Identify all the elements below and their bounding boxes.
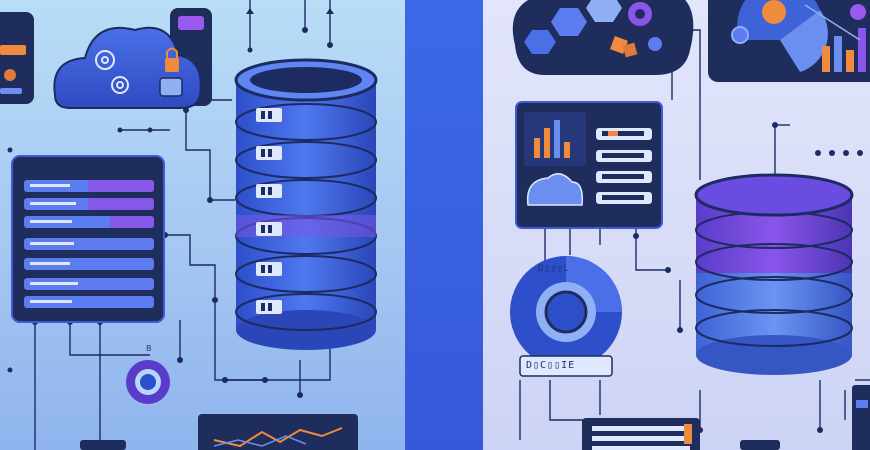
server-list-panel [11,155,165,323]
cloud-security-icon [53,8,212,109]
ring-gauge-label: D▯▯▯L [538,264,571,274]
right-analytics-dashboard [708,0,870,82]
ring-gauge-button-label: D▯C▯▯IE [526,360,576,371]
left-database-stack [234,58,378,350]
center-divider [405,0,483,450]
metrics-monitor [515,101,663,229]
right-chart-monitor [582,385,870,450]
right-database-stack [694,173,854,375]
target-circle-icon [126,360,170,404]
left-mini-dashboard [0,12,34,104]
left-caption: B [146,344,152,353]
ring-gauge [510,256,622,377]
left-chart-monitor [198,414,358,450]
hex-cloud-icon [512,0,694,75]
